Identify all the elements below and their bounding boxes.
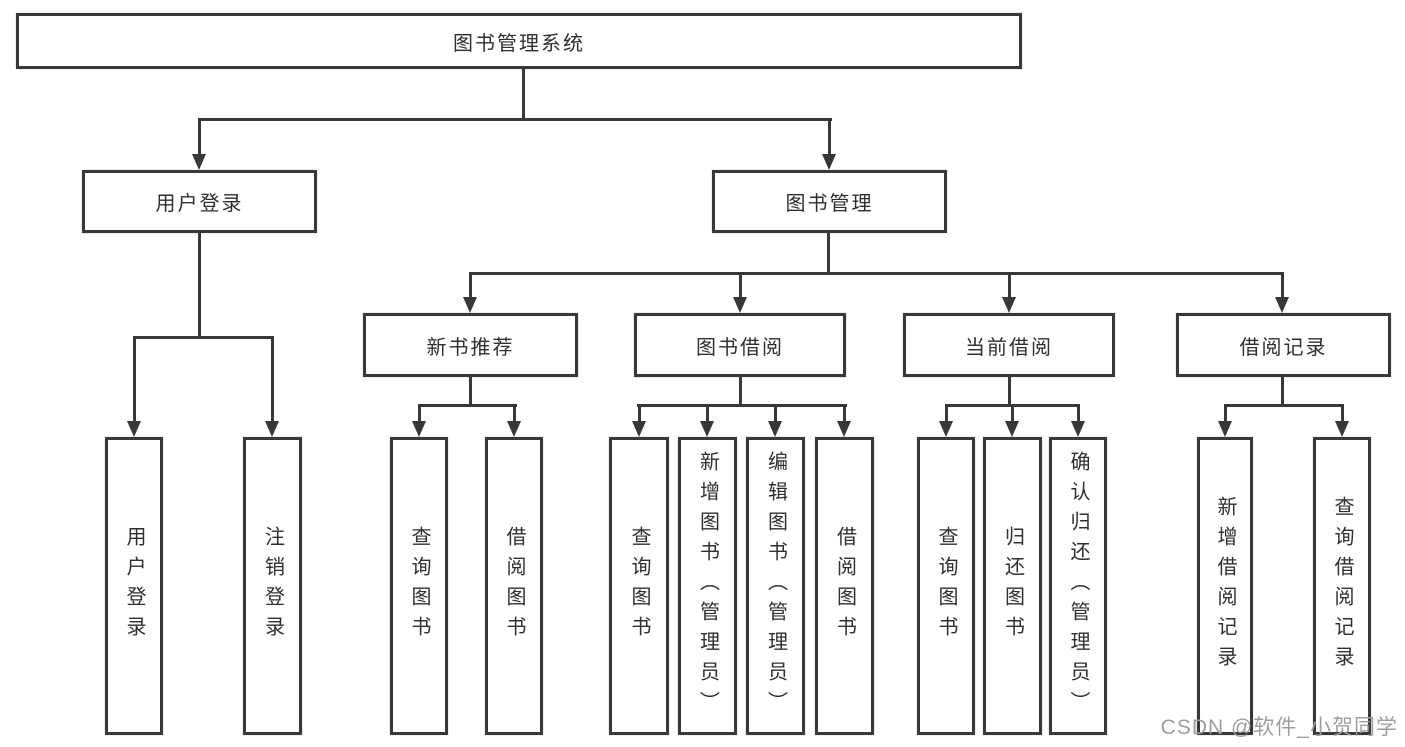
node-root-label: 图书管理系统 [453,32,585,55]
leaf-query-borrow-record-label: 查询借阅记录 [1331,496,1353,676]
connector-line [418,404,421,423]
leaf-confirm-return-admin-label: 确认归还（管理员） [1067,451,1089,721]
node-book-borrowing-label: 图书借阅 [696,336,784,359]
leaf-user-login-label: 用户登录 [123,526,145,646]
leaf-logout-label: 注销登录 [261,526,284,646]
arrow-down-icon [192,154,206,170]
connector-line [739,272,742,299]
node-new-book-recommend-label: 新书推荐 [426,336,515,359]
leaf-return-books: 归还图书 [983,437,1042,735]
leaf-borrow-books-recommend-label: 借阅图书 [503,526,525,646]
connector-line [739,377,742,407]
leaf-query-books-recommend: 查询图书 [390,437,448,735]
leaf-confirm-return-admin: 确认归还（管理员） [1049,437,1107,735]
arrow-down-icon [768,421,782,437]
connector-line [513,404,516,423]
leaf-logout: 注销登录 [243,437,302,735]
connector-line [945,404,948,423]
arrow-down-icon [127,421,141,437]
connector-line [1281,377,1284,407]
arrow-down-icon [463,297,477,313]
connector-line [469,377,472,407]
arrow-down-icon [733,297,747,313]
arrow-down-icon [632,421,646,437]
node-current-borrowing: 当前借阅 [903,313,1115,377]
connector-line [843,404,846,423]
connector-line [418,404,517,407]
leaf-borrow-books-label: 借阅图书 [833,526,856,646]
node-current-borrowing-label: 当前借阅 [965,336,1053,359]
arrow-down-icon [1275,297,1289,313]
leaf-query-books-current-label: 查询图书 [935,526,957,646]
leaf-borrow-books: 借阅图书 [815,437,874,735]
leaf-edit-book-admin-label: 编辑图书（管理员） [764,451,787,721]
connector-line [1008,377,1011,407]
node-book-management-label: 图书管理 [785,193,874,215]
node-borrow-records-label: 借阅记录 [1239,336,1328,359]
leaf-borrow-books-recommend: 借阅图书 [485,437,543,735]
leaf-add-book-admin-label: 新增图书（管理员） [696,451,719,721]
connector-line [469,272,472,299]
connector-line [198,233,201,339]
arrow-down-icon [507,421,521,437]
connector-line [1008,272,1011,299]
connector-line [198,118,201,156]
node-book-borrowing: 图书借阅 [634,313,846,377]
node-user-login: 用户登录 [82,170,317,233]
arrow-down-icon [1071,421,1085,437]
arrow-down-icon [700,421,714,437]
leaf-query-borrow-record: 查询借阅记录 [1313,437,1371,735]
leaf-query-books-current: 查询图书 [917,437,975,735]
connector-line [1281,272,1284,299]
connector-line [469,272,1284,275]
connector-line [1077,404,1080,423]
connector-line [133,336,136,423]
node-user-login-label: 用户登录 [155,193,244,215]
leaf-edit-book-admin: 编辑图书（管理员） [746,437,805,735]
connector-line [828,118,831,156]
connector-line [1011,404,1014,423]
node-borrow-records: 借阅记录 [1176,313,1391,377]
node-root: 图书管理系统 [16,13,1022,69]
connector-line [198,118,832,121]
leaf-query-books-borrowing: 查询图书 [609,437,669,735]
connector-line [1341,404,1344,423]
connector-line [637,404,847,407]
leaf-user-login: 用户登录 [105,437,163,735]
connector-line [271,336,274,423]
connector-line [1224,404,1227,423]
leaf-query-books-borrowing-label: 查询图书 [628,526,650,646]
arrow-down-icon [1005,421,1019,437]
connector-line [827,233,830,275]
arrow-down-icon [1218,421,1232,437]
leaf-add-borrow-record: 新增借阅记录 [1197,437,1253,735]
arrow-down-icon [265,421,279,437]
node-new-book-recommend: 新书推荐 [363,313,578,377]
arrow-down-icon [939,421,953,437]
leaf-add-borrow-record-label: 新增借阅记录 [1214,496,1236,676]
arrow-down-icon [822,154,836,170]
node-book-management: 图书管理 [712,170,947,233]
arrow-down-icon [1335,421,1349,437]
leaf-query-books-recommend-label: 查询图书 [408,526,430,646]
arrow-down-icon [412,421,426,437]
connector-line [522,69,525,121]
connector-line [638,404,641,423]
arrow-down-icon [1002,297,1016,313]
leaf-return-books-label: 归还图书 [1001,526,1024,646]
connector-line [774,404,777,423]
connector-line [133,336,274,339]
leaf-add-book-admin: 新增图书（管理员） [678,437,737,735]
watermark: CSDN @软件_小贺同学 [1160,716,1398,739]
connector-line [1224,404,1344,407]
connector-line [706,404,709,423]
arrow-down-icon [837,421,851,437]
